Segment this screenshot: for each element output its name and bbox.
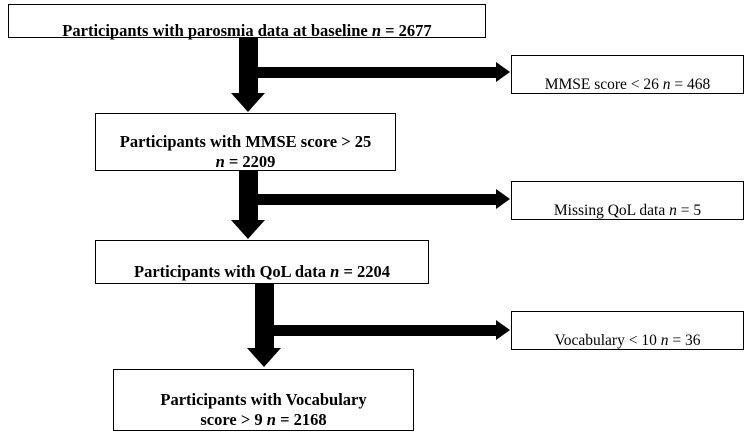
node-baseline: Participants with parosmia data at basel… [8,4,486,40]
node-vocab-excluded: Vocabulary < 10 n = 36 [511,311,744,350]
node-mmse-excluded-label: MMSE score < 26 n = 468 [544,75,711,93]
node-vocab-excluded-label: Vocabulary < 10 n = 36 [554,331,701,349]
node-qol-missing: Missing QoL data n = 5 [511,181,744,220]
node-qol-missing-label: Missing QoL data n = 5 [553,201,702,219]
node-mmse-excluded: MMSE score < 26 n = 468 [511,55,744,94]
node-qol-data-label: Participants with QoL data n = 2204 [133,262,391,281]
node-baseline-label: Participants with parosmia data at basel… [62,21,432,40]
node-qol-data: Participants with QoL data n = 2204 [95,240,429,284]
